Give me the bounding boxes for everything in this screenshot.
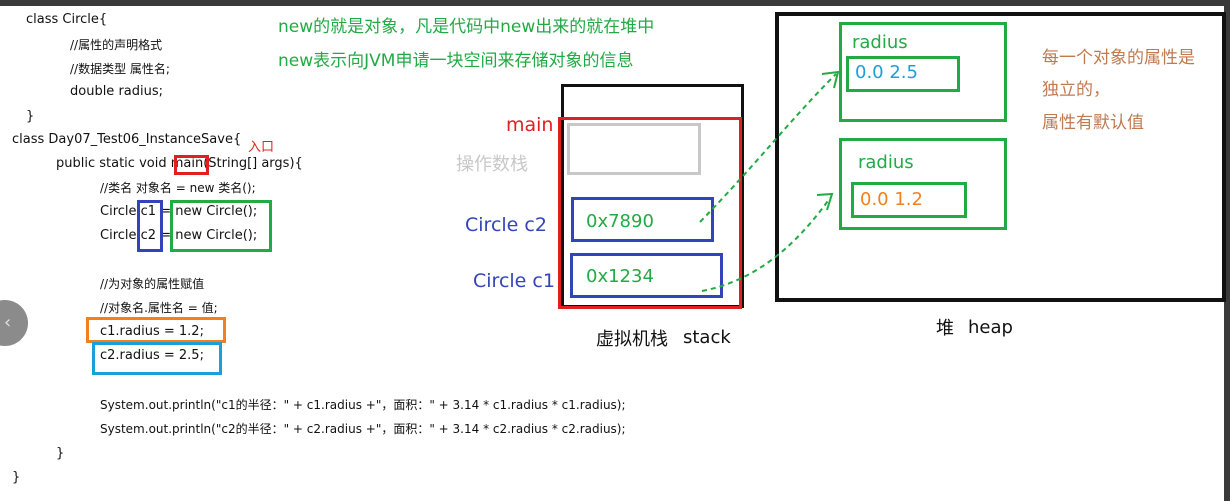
heap-note-line: 属性有默认值 — [1042, 113, 1144, 133]
obj-c2-radius-value: 0.0 2.5 — [855, 62, 918, 83]
operand-stack-box — [567, 123, 701, 175]
code-line: class Circle{ — [26, 12, 108, 27]
code-line: } — [56, 446, 65, 461]
code-line: //类名 对象名 = new 类名(); — [100, 181, 256, 195]
obj-c2-radius-slot — [846, 56, 960, 92]
c2-reference-slot — [571, 197, 714, 242]
obj-c2-field-label: radius — [852, 32, 908, 53]
code-line: //属性的声明格式 — [70, 38, 163, 52]
code-line: c2.radius = 2.5; — [100, 348, 204, 363]
code-line: class Day07_Test06_InstanceSave{ — [12, 132, 242, 147]
code-line: //数据类型 属性名; — [70, 62, 170, 76]
obj-c1-radius-value: 0.0 1.2 — [860, 189, 923, 210]
code-line: Circle c1 = new Circle(); — [100, 204, 258, 219]
code-line: Circle c2 = new Circle(); — [100, 228, 258, 243]
chevron-left-icon: ‹ — [4, 312, 12, 333]
c2-reference-arrow — [699, 73, 837, 223]
new-objects-box — [170, 200, 272, 252]
code-line: public static void main(String[] args){ — [56, 156, 303, 171]
c1-assign-box — [86, 317, 226, 343]
c1-address: 0x1234 — [586, 266, 654, 287]
obj-c1-field-label: radius — [858, 152, 914, 173]
main-frame-label: main — [506, 114, 554, 136]
window-top-bar — [0, 0, 1230, 6]
obj-c1-radius-slot — [851, 182, 967, 218]
code-line: //为对象的属性赋值 — [100, 277, 205, 291]
c1-variable-label: Circle c1 — [473, 270, 555, 292]
code-line: c1.radius = 1.2; — [100, 324, 204, 339]
heap-object-c2 — [839, 22, 1007, 122]
heap-caption-en: heap — [968, 317, 1013, 338]
heap-container — [775, 12, 1226, 302]
note-new-is-object: new的就是对象，凡是代码中new出来的就在堆中 — [278, 17, 655, 37]
c2-arrowhead — [821, 70, 840, 89]
stack-caption-cn: 虚拟机栈 — [596, 329, 668, 350]
window-scrollbar[interactable] — [1224, 0, 1230, 501]
reference-vars-box — [137, 200, 163, 252]
stack-caption-en: stack — [683, 327, 731, 348]
heap-note-line: 每一个对象的属性是 — [1042, 48, 1195, 68]
note-new-requests-jvm: new表示向JVM申请一块空间来存储对象的信息 — [278, 51, 634, 71]
c2-variable-label: Circle c2 — [465, 214, 547, 236]
c1-reference-arrow — [701, 197, 831, 292]
heap-object-c1 — [839, 138, 1007, 230]
code-line: double radius; — [70, 84, 164, 99]
operand-stack-label: 操作数栈 — [456, 154, 528, 175]
code-line: } — [26, 109, 35, 124]
code-line: //对象名.属性名 = 值; — [100, 301, 218, 315]
heap-caption-cn: 堆 — [936, 318, 954, 339]
c2-address: 0x7890 — [586, 211, 654, 232]
code-line: } — [12, 470, 21, 485]
c2-assign-box — [92, 342, 222, 375]
heap-note-line: 独立的， — [1042, 80, 1110, 100]
entry-label: 入口 — [248, 140, 275, 155]
code-line: System.out.println("c1的半径：" + c1.radius … — [100, 398, 626, 412]
c1-arrowhead — [816, 192, 834, 211]
main-highlight-box — [174, 155, 209, 175]
code-line: System.out.println("c2的半径：" + c2.radius … — [100, 422, 626, 436]
c1-reference-slot — [570, 253, 723, 298]
main-stack-frame — [558, 117, 742, 309]
